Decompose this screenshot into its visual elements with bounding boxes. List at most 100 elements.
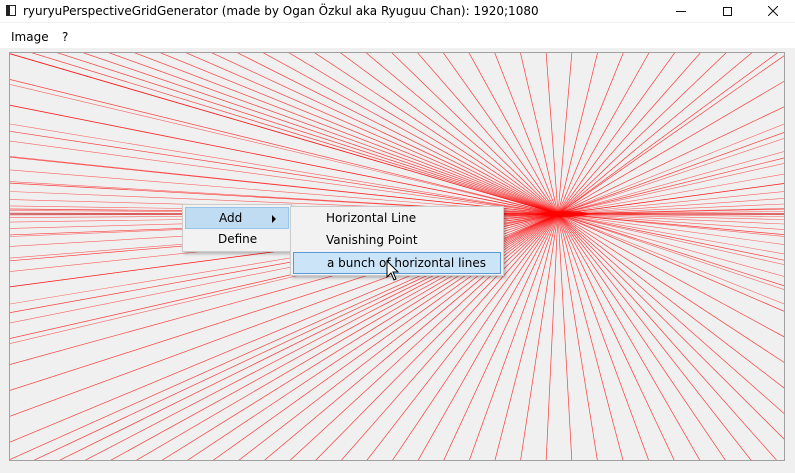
perspective-ray	[557, 213, 784, 440]
perspective-ray	[10, 104, 559, 215]
perspective-ray	[557, 213, 784, 215]
perspective-ray	[557, 213, 784, 389]
close-button[interactable]	[750, 0, 795, 22]
menu-bar: Image ?	[0, 23, 795, 48]
maximize-icon	[722, 6, 732, 16]
perspective-ray	[557, 213, 784, 220]
perspective-ray	[557, 213, 784, 255]
perspective-ray	[557, 213, 784, 245]
perspective-ray	[557, 173, 784, 215]
perspective-ray	[520, 53, 559, 215]
perspective-ray	[10, 79, 559, 215]
perspective-ray	[160, 53, 559, 215]
perspective-ray	[557, 55, 784, 215]
perspective-ray	[57, 53, 559, 215]
perspective-ray	[341, 213, 559, 460]
perspective-ray	[557, 213, 784, 312]
perspective-ray	[392, 213, 559, 460]
perspective-ray	[108, 53, 559, 215]
perspective-ray	[10, 84, 559, 215]
perspective-ray	[557, 213, 784, 261]
perspective-ray	[557, 213, 784, 338]
perspective-ray	[557, 213, 784, 235]
perspective-ray	[469, 213, 559, 460]
perspective-ray	[288, 53, 559, 215]
perspective-ray	[557, 213, 777, 460]
perspective-ray	[468, 53, 559, 215]
menu-item-bunch-of-horizontal-lines-label: a bunch of horizontal lines	[327, 256, 486, 270]
perspective-ray	[340, 53, 559, 215]
maximize-button[interactable]	[704, 0, 750, 22]
perspective-ray	[557, 213, 784, 230]
perspective-ray	[262, 53, 559, 215]
perspective-ray	[494, 213, 559, 460]
minimize-icon	[676, 10, 686, 12]
perspective-ray	[520, 213, 559, 460]
perspective-ray	[545, 213, 559, 460]
perspective-ray	[557, 138, 784, 215]
perspective-ray	[557, 53, 727, 215]
menu-item-horizontal-line[interactable]: Horizontal Line	[293, 208, 501, 230]
vanishing-point-marker	[540, 211, 588, 217]
perspective-ray	[10, 156, 559, 215]
perspective-ray	[417, 213, 559, 460]
perspective-ray	[557, 213, 752, 460]
perspective-ray	[391, 53, 559, 215]
perspective-ray	[557, 203, 784, 215]
title-bar: ryuryuPerspectiveGridGenerator (made by …	[0, 0, 795, 22]
perspective-ray	[10, 130, 559, 215]
perspective-ray	[557, 53, 701, 215]
window-title: ryuryuPerspectiveGridGenerator (made by …	[23, 4, 539, 18]
perspective-ray	[557, 213, 784, 217]
perspective-ray	[557, 191, 784, 215]
menu-item-bunch-of-horizontal-lines[interactable]: a bunch of horizontal lines	[293, 252, 501, 274]
perspective-ray	[557, 213, 784, 363]
menu-item-add[interactable]: Add	[185, 207, 289, 229]
perspective-ray	[557, 213, 675, 460]
perspective-ray	[557, 183, 784, 215]
menu-image[interactable]: Image	[11, 30, 49, 44]
menu-item-define-label: Define	[218, 232, 258, 246]
perspective-ray	[417, 53, 559, 215]
perspective-ray	[442, 53, 559, 215]
app-window-icon	[6, 5, 16, 16]
perspective-ray	[557, 213, 784, 237]
mouse-pointer-icon	[386, 260, 400, 281]
perspective-ray	[557, 53, 573, 215]
perspective-ray	[557, 208, 784, 215]
perspective-ray	[557, 213, 784, 225]
perspective-ray	[557, 213, 784, 277]
perspective-ray	[443, 213, 559, 460]
perspective-ray	[10, 53, 559, 215]
menu-item-vanishing-point[interactable]: Vanishing Point	[293, 230, 501, 252]
menu-help[interactable]: ?	[62, 30, 69, 44]
perspective-ray	[82, 53, 559, 215]
perspective-ray	[557, 213, 784, 290]
perspective-ray	[185, 53, 559, 215]
perspective-ray	[557, 123, 784, 215]
menu-item-vanishing-point-label: Vanishing Point	[326, 233, 418, 247]
perspective-ray	[10, 123, 559, 215]
perspective-ray	[557, 53, 778, 215]
perspective-ray	[557, 213, 726, 460]
perspective-ray	[557, 157, 784, 215]
perspective-ray	[557, 106, 784, 215]
perspective-ray	[557, 213, 649, 460]
perspective-ray	[315, 213, 559, 460]
context-menu: Add Define	[182, 204, 292, 252]
perspective-ray	[557, 213, 701, 460]
perspective-ray	[557, 163, 784, 215]
perspective-ray	[557, 53, 624, 215]
minimize-button[interactable]	[658, 0, 704, 22]
perspective-ray	[557, 213, 624, 460]
perspective-ray	[557, 213, 573, 460]
perspective-ray	[557, 53, 675, 215]
perspective-ray	[10, 140, 559, 215]
perspective-ray	[557, 213, 784, 305]
perspective-ray	[557, 53, 753, 215]
perspective-ray	[366, 213, 559, 460]
menu-item-horizontal-line-label: Horizontal Line	[326, 211, 417, 225]
menu-item-define[interactable]: Define	[185, 229, 289, 251]
perspective-ray	[494, 53, 559, 215]
perspective-ray	[365, 53, 559, 215]
